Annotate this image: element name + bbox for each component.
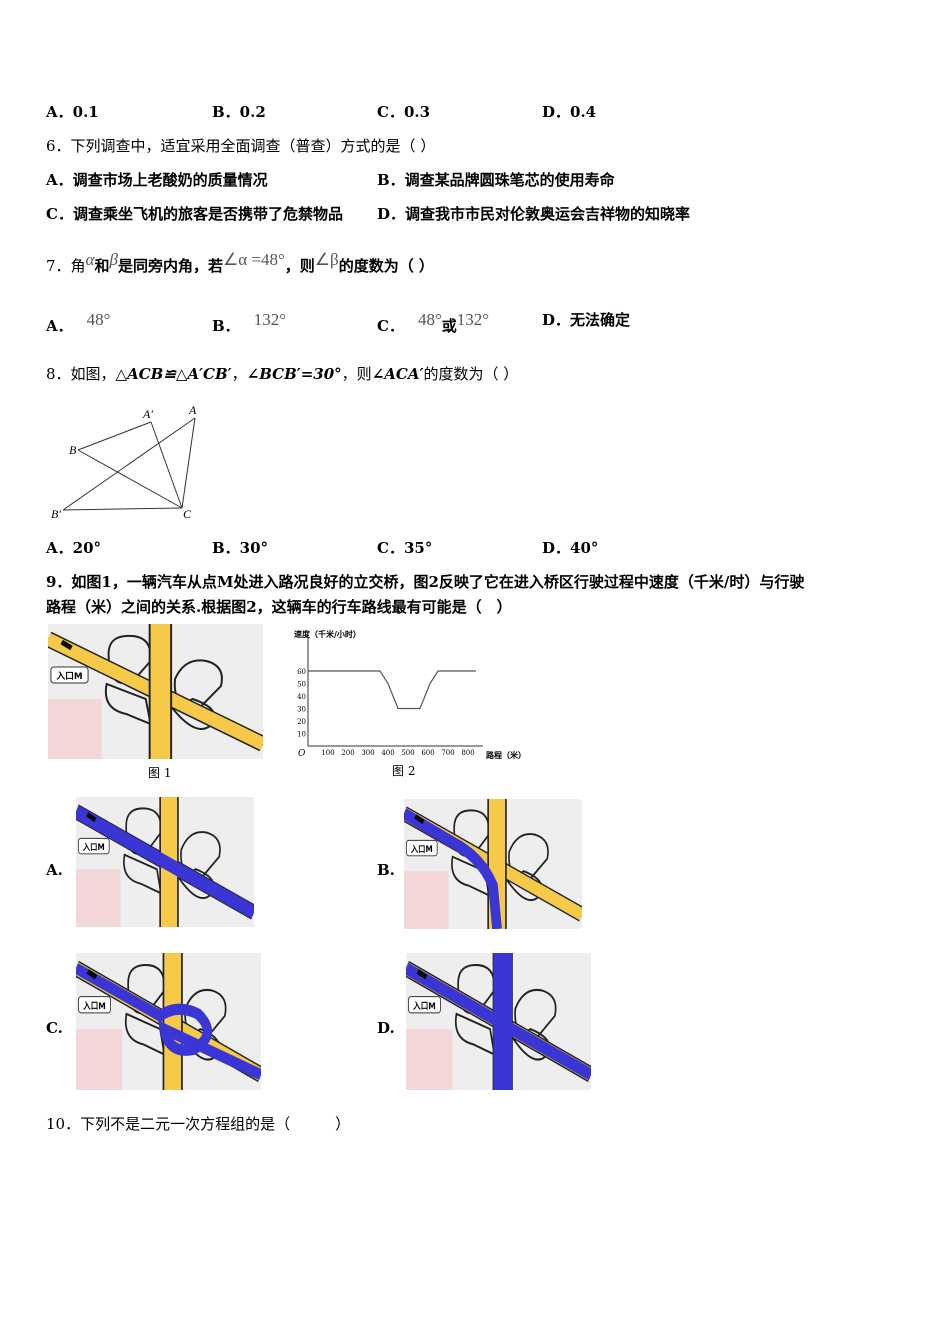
label-a: A — [188, 403, 197, 417]
x-tick-label: 500 — [401, 749, 414, 757]
q9-option-d-map: 入口M — [403, 953, 594, 1094]
figure-1-map: 入口M — [44, 624, 267, 763]
x-tick-label: 300 — [361, 749, 374, 757]
y-tick-label: 60 — [297, 668, 306, 676]
q7-option-c: C．48°或132° — [377, 310, 490, 335]
alpha-symbol: α — [85, 250, 95, 269]
label-b-prime: B′ — [51, 507, 61, 521]
q9-option-c-label: C. — [46, 1019, 63, 1037]
q9-stem-line2: 路程（米）之间的关系.根据图2，这辆车的行车路线最有可能是（ ） — [46, 598, 512, 616]
q7-option-d: D．无法确定 — [542, 311, 631, 329]
speed-line — [308, 670, 476, 710]
entry-label: 入口M — [82, 1000, 106, 1011]
q9-option-a-label: A. — [46, 861, 63, 879]
entry-label: 入口M — [412, 1000, 436, 1011]
q8-stem: 8．如图，△ACB≌△A′CB′，∠BCB′=30°，则∠ACA′的度数为（ ） — [46, 365, 519, 383]
q6-option-a: A．调查市场上老酸奶的质量情况 — [46, 171, 268, 189]
q6-stem: 6．下列调查中，适宜采用全面调查（普查）方式的是（ ） — [46, 137, 436, 155]
x-tick-label: 400 — [381, 749, 394, 757]
entry-label: 入口M — [56, 671, 82, 682]
q7-option-b: B．132° — [212, 310, 286, 335]
x-tick-label: 200 — [341, 749, 354, 757]
q9-option-b-label: B. — [377, 861, 395, 879]
origin-label: O — [298, 749, 306, 759]
label-b: B — [69, 443, 77, 457]
q6-option-d: D．调查我市市民对伦敦奥运会吉祥物的知晓率 — [377, 205, 691, 223]
q5-option-d: D．0.4 — [542, 103, 597, 121]
q7-text: ，则 — [284, 257, 315, 275]
x-tick-label: 800 — [461, 749, 474, 757]
y-tick-label: 40 — [297, 693, 306, 701]
entry-label: 入口M — [82, 842, 105, 852]
q7-text: 是同旁内角，若 — [117, 257, 223, 275]
q7-text: 的度数为（ ） — [338, 257, 434, 275]
q9-option-c-map: 入口M — [73, 953, 264, 1094]
q7-stem: 7．角α和β是同旁内角，若∠α =48°，则∠β的度数为（ ） — [46, 250, 434, 276]
figure-2-caption: 图 2 — [392, 764, 416, 778]
q9-option-d-label: D. — [377, 1019, 395, 1037]
q5-option-c: C．0.3 — [377, 103, 431, 121]
q8-option-a: A．20° — [46, 539, 102, 557]
q5-option-a: A．0.1 — [46, 103, 99, 121]
y-axis-label: 速度（千米/小时） — [294, 629, 361, 639]
beta-symbol: β — [109, 250, 118, 269]
q6-option-b: B．调查某品牌圆珠笔芯的使用寿命 — [377, 171, 615, 189]
q10-stem: 10．下列不是二元一次方程组的是（ ） — [46, 1115, 351, 1133]
x-tick-label: 600 — [421, 749, 434, 757]
q7-text: 和 — [94, 257, 110, 275]
label-a-prime: A′ — [142, 407, 153, 421]
x-tick-label: 700 — [441, 749, 454, 757]
x-axis-label: 路程（米） — [486, 750, 526, 760]
y-tick-label: 30 — [297, 706, 306, 714]
q8-option-c: C．35° — [377, 539, 433, 557]
q8-option-b: B．30° — [212, 539, 269, 557]
figure-1-caption: 图 1 — [148, 766, 172, 780]
q7-condition: ∠α =48° — [222, 250, 285, 269]
q6-option-c: C．调查乘坐飞机的旅客是否携带了危禁物品 — [46, 205, 343, 223]
triangle-figure: A′ A B B′ C — [51, 403, 197, 521]
x-tick-label: 100 — [321, 749, 334, 757]
q9-option-b-map: 入口M — [401, 799, 585, 933]
y-tick-label: 10 — [297, 731, 306, 739]
y-tick-label: 20 — [297, 718, 306, 726]
q5-option-b: B．0.2 — [212, 103, 266, 121]
entry-label: 入口M — [410, 844, 433, 854]
q9-option-a-map: 入口M — [73, 797, 257, 931]
label-c: C — [183, 507, 192, 521]
q7-option-a: A．48° — [46, 310, 111, 335]
q9-stem-line1: 9．如图1，一辆汽车从点M处进入路况良好的立交桥，图2反映了它在进入桥区行驶过程… — [46, 573, 805, 591]
speed-distance-chart: 速度（千米/小时） 路程（米） O 100 200 300 400 500 600 700 800 1… — [294, 629, 526, 760]
q7-text: 7．角 — [46, 257, 86, 275]
y-tick-label: 50 — [297, 681, 306, 689]
q8-option-d: D．40° — [542, 539, 599, 557]
q7-angle: ∠β — [314, 250, 339, 269]
